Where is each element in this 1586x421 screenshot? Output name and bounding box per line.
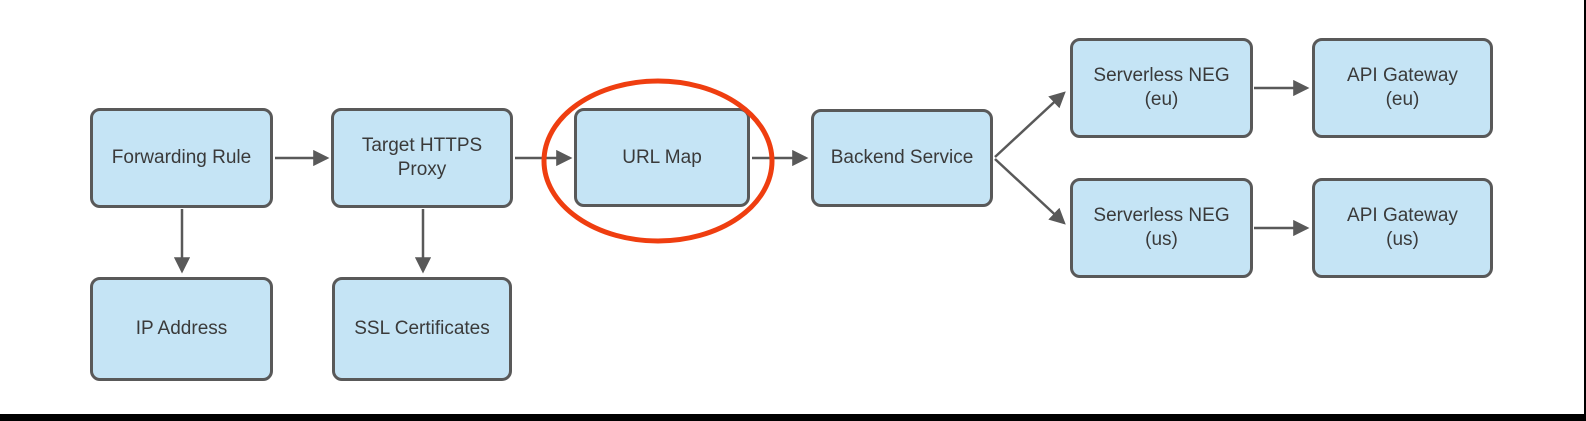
- node-api-gateway-us: API Gateway (us): [1312, 178, 1493, 278]
- edge-backend-service-to-serverless-neg-us: [994, 158, 1066, 225]
- node-label: API Gateway: [1347, 65, 1458, 86]
- node-label: Target HTTPS: [361, 135, 483, 156]
- node-ssl-certificates: SSL Certificates: [332, 277, 512, 381]
- node-label: (eu): [1385, 89, 1420, 110]
- node-label: Serverless NEG: [1093, 205, 1230, 226]
- node-label: IP Address: [135, 318, 228, 339]
- frame-bottom-edge: [0, 414, 1586, 421]
- node-label: (us): [1386, 229, 1419, 250]
- node-label: (eu): [1144, 89, 1179, 110]
- node-ip-address: IP Address: [90, 277, 273, 381]
- node-label: SSL Certificates: [354, 318, 490, 339]
- node-label: URL Map: [622, 146, 702, 168]
- edge-backend-service-to-serverless-neg-eu: [994, 91, 1066, 158]
- node-serverless-neg-us: Serverless NEG (us): [1070, 178, 1253, 278]
- node-forwarding-rule: Forwarding Rule: [90, 108, 273, 208]
- node-label: Proxy: [397, 159, 447, 180]
- node-backend-service: Backend Service: [811, 109, 993, 207]
- node-label: (us): [1145, 229, 1178, 250]
- node-url-map: URL Map: [574, 108, 750, 207]
- node-label: Backend Service: [830, 147, 974, 168]
- node-label: API Gateway: [1347, 205, 1458, 226]
- node-label: Forwarding Rule: [111, 147, 252, 168]
- node-target-https-proxy: Target HTTPS Proxy: [331, 108, 513, 208]
- node-api-gateway-eu: API Gateway (eu): [1312, 38, 1493, 138]
- frame-right-edge: [1584, 0, 1586, 421]
- node-label: Serverless NEG: [1093, 65, 1230, 86]
- node-serverless-neg-eu: Serverless NEG (eu): [1070, 38, 1253, 138]
